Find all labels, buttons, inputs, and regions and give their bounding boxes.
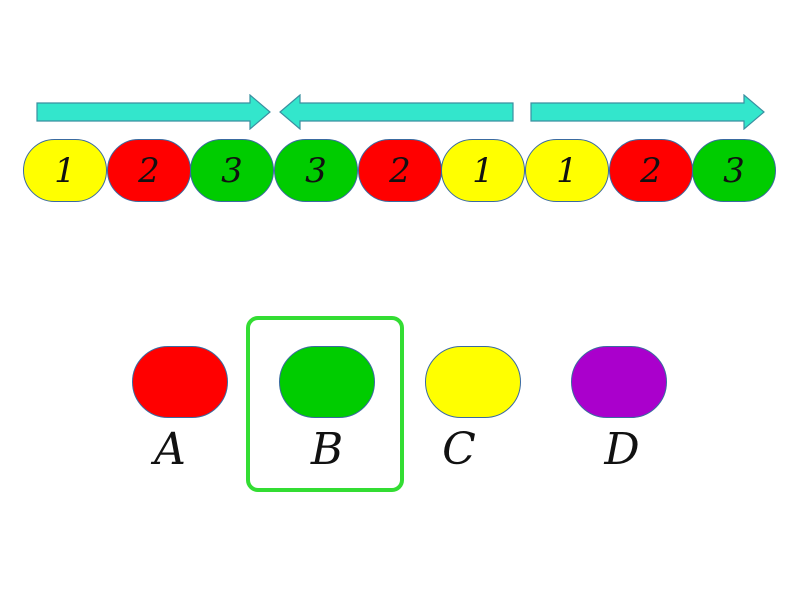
selected-answer-box	[246, 316, 404, 492]
sequence-bead: 1	[441, 139, 525, 202]
sequence-bead: 3	[190, 139, 274, 202]
option-d-label: D	[604, 424, 640, 475]
option-b-label: B	[310, 424, 344, 475]
bead-number: 1	[556, 150, 578, 191]
option-a-bead[interactable]	[132, 346, 228, 418]
bead-number: 2	[138, 150, 160, 191]
bead-number: 3	[221, 150, 243, 191]
sequence-bead: 3	[692, 139, 776, 202]
bead-number: 2	[640, 150, 662, 191]
sequence-bead: 3	[274, 139, 358, 202]
option-c-label: C	[442, 424, 476, 475]
sequence-bead: 1	[525, 139, 609, 202]
bead-number: 2	[389, 150, 411, 191]
sequence-bead: 2	[358, 139, 442, 202]
option-d-bead[interactable]	[571, 346, 667, 418]
bead-number: 1	[54, 150, 76, 191]
arrow-right-icon	[36, 94, 272, 130]
option-b-bead[interactable]	[279, 346, 375, 418]
arrow-left-icon	[278, 94, 514, 130]
bead-number: 1	[472, 150, 494, 191]
bead-number: 3	[723, 150, 745, 191]
bead-number: 3	[305, 150, 327, 191]
sequence-bead: 2	[107, 139, 191, 202]
arrow-right-icon	[530, 94, 766, 130]
sequence-bead: 1	[23, 139, 107, 202]
sequence-bead: 2	[609, 139, 693, 202]
option-a-label: A	[154, 424, 186, 475]
option-c-bead[interactable]	[425, 346, 521, 418]
